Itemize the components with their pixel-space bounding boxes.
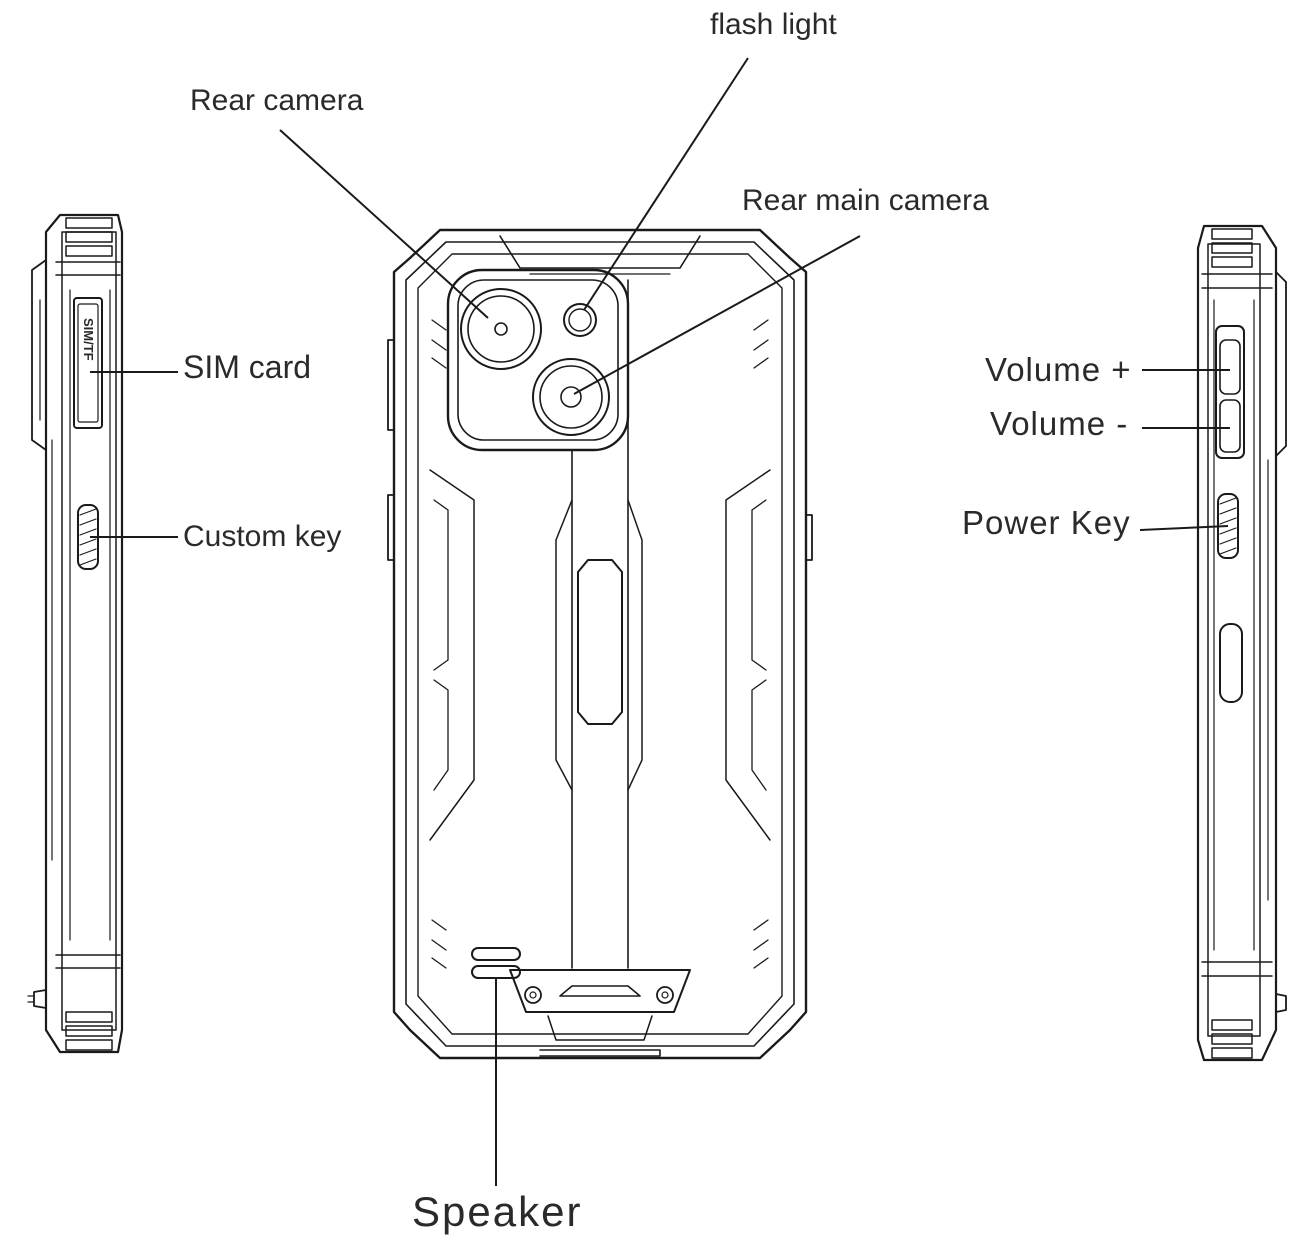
callout-labels: flash light Rear camera Rear main camera…	[183, 8, 1132, 1235]
bottom-port	[509, 969, 691, 1057]
leader-flash-light	[583, 57, 749, 311]
back-outer-shell	[392, 228, 808, 1060]
left-bottom-bumper	[55, 954, 121, 1051]
side-slot	[1219, 623, 1243, 703]
rear-camera-lens	[460, 288, 542, 370]
back-view	[387, 228, 813, 1060]
leader-rear-camera	[279, 129, 489, 319]
label-flash-light: flash light	[710, 8, 837, 41]
label-power-key: Power Key	[962, 504, 1131, 541]
volume-up-button[interactable]	[1219, 339, 1241, 395]
rear-main-camera-lens	[532, 358, 610, 436]
left-top-bumper	[55, 217, 121, 276]
sim-tray-print: SIM/TF	[81, 318, 96, 361]
label-rear-main-camera: Rear main camera	[742, 184, 989, 217]
right-side-view	[1196, 224, 1287, 1062]
left-side-view: SIM/TF	[27, 213, 124, 1054]
speaker-grille	[471, 947, 521, 979]
leader-rear-main-camera	[573, 235, 861, 395]
label-custom-key: Custom key	[183, 520, 341, 553]
leader-lines	[90, 57, 1230, 1186]
label-rear-camera: Rear camera	[190, 84, 364, 117]
label-speaker: Speaker	[412, 1188, 582, 1235]
label-volume-minus: Volume -	[990, 405, 1128, 442]
right-top-bumper	[1201, 228, 1273, 289]
center-plate	[577, 559, 623, 725]
leader-power-key	[1139, 525, 1229, 531]
volume-down-button[interactable]	[1219, 399, 1241, 453]
right-bottom-bumper	[1201, 961, 1273, 1059]
volume-rocker[interactable]	[1215, 325, 1245, 459]
label-volume-plus: Volume +	[985, 351, 1132, 388]
label-sim-card: SIM card	[183, 349, 311, 385]
camera-module	[446, 268, 630, 452]
sim-tray[interactable]: SIM/TF	[73, 297, 103, 429]
flash-light	[563, 303, 597, 337]
